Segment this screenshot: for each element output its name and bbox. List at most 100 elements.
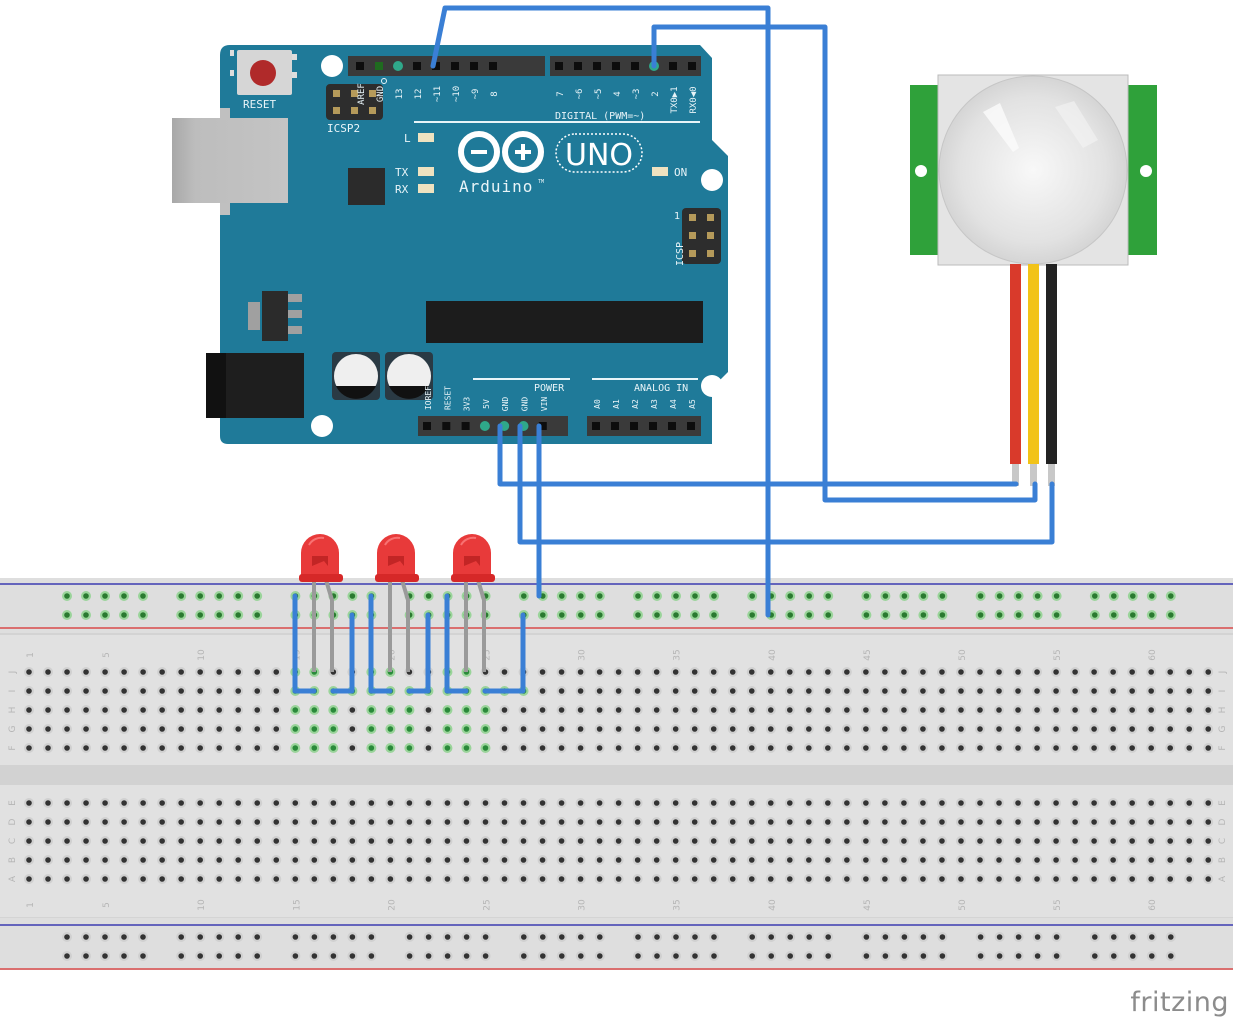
breadboard-hole[interactable] — [1015, 707, 1021, 713]
breadboard-hole[interactable] — [882, 819, 888, 825]
breadboard-hole[interactable] — [1110, 707, 1116, 713]
rail-hole[interactable] — [444, 934, 451, 940]
breadboard-hole[interactable] — [121, 857, 127, 863]
rail-hole[interactable] — [1130, 934, 1136, 940]
breadboard-hole[interactable] — [121, 745, 127, 751]
breadboard-hole[interactable] — [1186, 857, 1193, 863]
breadboard-hole[interactable] — [349, 838, 356, 844]
breadboard-hole[interactable] — [1129, 876, 1135, 882]
breadboard-hole[interactable] — [197, 800, 203, 806]
breadboard-hole[interactable] — [767, 800, 774, 806]
rail-hole[interactable] — [1053, 612, 1060, 618]
breadboard-hole[interactable] — [273, 800, 280, 806]
rail-hole[interactable] — [178, 612, 184, 618]
rail-hole[interactable] — [768, 934, 774, 940]
breadboard-hole[interactable] — [958, 838, 964, 844]
breadboard-hole[interactable] — [64, 876, 70, 882]
rail-hole[interactable] — [825, 934, 831, 940]
breadboard-hole[interactable] — [615, 857, 622, 863]
breadboard-hole[interactable] — [216, 857, 222, 863]
breadboard-hole[interactable] — [1129, 857, 1135, 863]
breadboard-hole[interactable] — [1205, 669, 1212, 675]
rail-hole[interactable] — [1053, 953, 1060, 959]
breadboard-hole[interactable] — [482, 726, 489, 732]
breadboard-hole[interactable] — [1205, 745, 1212, 751]
breadboard-hole[interactable] — [748, 726, 755, 732]
breadboard-hole[interactable] — [140, 857, 146, 863]
rail-hole[interactable] — [654, 953, 660, 959]
rail-hole[interactable] — [121, 612, 127, 618]
breadboard-hole[interactable] — [159, 857, 165, 863]
breadboard-hole[interactable] — [83, 838, 89, 844]
breadboard-hole[interactable] — [273, 726, 280, 732]
breadboard-hole[interactable] — [672, 726, 679, 732]
breadboard-hole[interactable] — [691, 707, 698, 713]
breadboard-hole[interactable] — [558, 726, 565, 732]
header-pin[interactable] — [489, 62, 497, 70]
breadboard-hole[interactable] — [615, 876, 622, 882]
breadboard-hole[interactable] — [653, 669, 660, 675]
breadboard-hole[interactable] — [691, 838, 698, 844]
breadboard-hole[interactable] — [349, 800, 356, 806]
header-pin[interactable] — [461, 422, 470, 430]
breadboard-hole[interactable] — [140, 819, 146, 825]
breadboard-hole[interactable] — [596, 857, 603, 863]
breadboard-hole[interactable] — [1110, 669, 1116, 675]
breadboard-hole[interactable] — [463, 726, 470, 732]
breadboard-hole[interactable] — [292, 857, 299, 863]
breadboard-hole[interactable] — [273, 745, 280, 751]
rail-hole[interactable] — [102, 612, 108, 618]
header-pin[interactable] — [592, 422, 600, 430]
breadboard-hole[interactable] — [26, 857, 32, 863]
breadboard-hole[interactable] — [672, 669, 679, 675]
breadboard-hole[interactable] — [939, 819, 945, 825]
breadboard-hole[interactable] — [863, 745, 869, 751]
breadboard-hole[interactable] — [882, 838, 888, 844]
breadboard-hole[interactable] — [254, 745, 261, 751]
breadboard-hole[interactable] — [825, 838, 831, 844]
rail-hole[interactable] — [996, 593, 1003, 599]
breadboard-hole[interactable] — [710, 707, 717, 713]
rail-hole[interactable] — [1092, 612, 1098, 618]
breadboard-hole[interactable] — [235, 726, 242, 732]
breadboard-hole[interactable] — [748, 819, 755, 825]
breadboard-hole[interactable] — [387, 707, 394, 713]
breadboard-hole[interactable] — [1186, 669, 1193, 675]
breadboard-hole[interactable] — [102, 800, 108, 806]
breadboard-hole[interactable] — [121, 819, 127, 825]
breadboard-hole[interactable] — [634, 688, 641, 694]
breadboard-hole[interactable] — [977, 688, 983, 694]
breadboard-hole[interactable] — [806, 857, 812, 863]
breadboard-hole[interactable] — [520, 819, 527, 825]
breadboard-hole[interactable] — [463, 876, 470, 882]
breadboard-hole[interactable] — [882, 669, 888, 675]
rail-hole[interactable] — [121, 953, 127, 959]
breadboard-hole[interactable] — [767, 669, 774, 675]
breadboard-hole[interactable] — [1034, 707, 1040, 713]
breadboard-hole[interactable] — [330, 707, 337, 713]
breadboard-hole[interactable] — [1015, 726, 1021, 732]
rail-hole[interactable] — [64, 934, 70, 940]
rail-hole[interactable] — [806, 953, 812, 959]
breadboard-hole[interactable] — [216, 800, 222, 806]
breadboard-hole[interactable] — [691, 857, 698, 863]
rail-hole[interactable] — [825, 612, 831, 618]
breadboard-hole[interactable] — [520, 745, 527, 751]
breadboard-hole[interactable] — [1053, 745, 1059, 751]
breadboard-hole[interactable] — [901, 669, 907, 675]
breadboard-hole[interactable] — [64, 745, 70, 751]
breadboard-hole[interactable] — [1205, 726, 1212, 732]
breadboard-hole[interactable] — [558, 745, 565, 751]
breadboard-hole[interactable] — [1015, 745, 1021, 751]
breadboard-hole[interactable] — [958, 726, 964, 732]
breadboard-hole[interactable] — [1091, 688, 1097, 694]
breadboard-hole[interactable] — [577, 669, 584, 675]
breadboard-hole[interactable] — [634, 876, 641, 882]
breadboard-hole[interactable] — [653, 726, 660, 732]
breadboard-hole[interactable] — [596, 669, 603, 675]
breadboard-hole[interactable] — [501, 838, 508, 844]
breadboard-hole[interactable] — [1129, 726, 1135, 732]
breadboard-hole[interactable] — [863, 800, 869, 806]
breadboard-hole[interactable] — [482, 745, 489, 751]
breadboard-hole[interactable] — [710, 669, 717, 675]
